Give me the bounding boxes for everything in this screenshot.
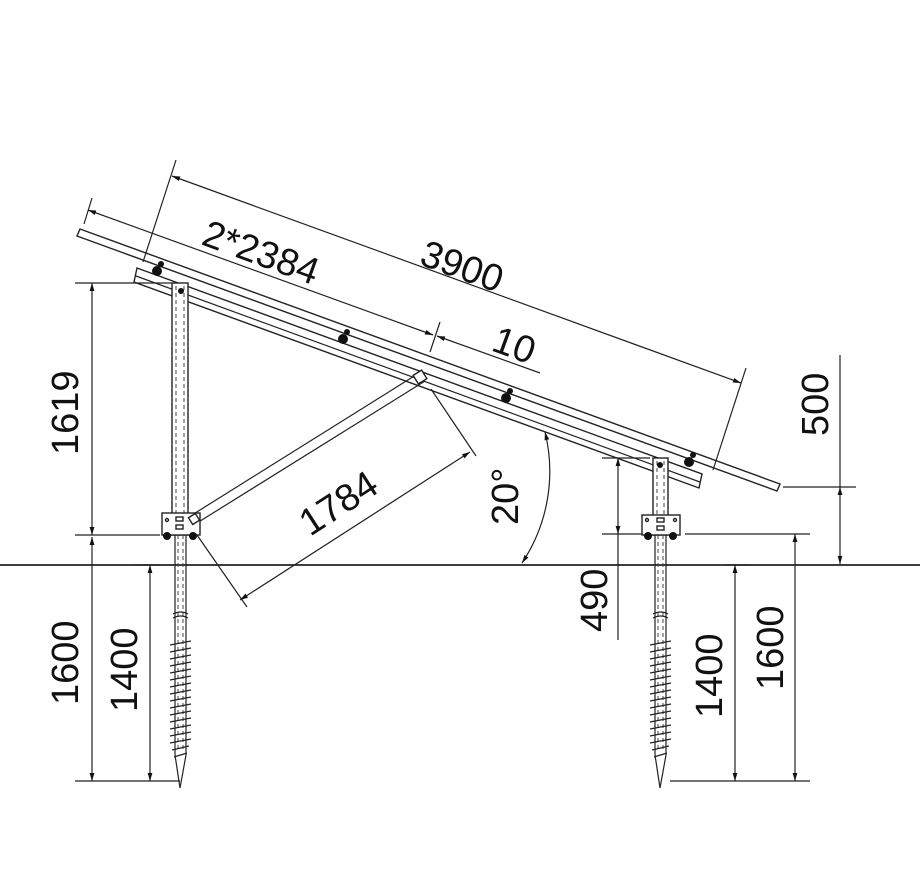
front-post: [161, 282, 201, 540]
dimension-left-1600: 1600: [45, 537, 180, 782]
dimension-500: 500: [783, 355, 856, 564]
dimension-label-490: 490: [574, 569, 616, 632]
dimension-label-left-1400: 1400: [104, 627, 146, 712]
dimension-label-1784: 1784: [292, 463, 386, 544]
dimension-label-left-1600: 1600: [45, 620, 87, 705]
dimension-1619: 1619: [45, 282, 172, 536]
dimension-label-right-1400: 1400: [689, 633, 731, 718]
dimension-490: 490: [574, 457, 650, 640]
front-ground-screw: [169, 535, 192, 789]
rear-ground-screw: [649, 535, 672, 789]
rear-post: [641, 457, 681, 540]
dimension-angle-20: 20°: [485, 431, 551, 564]
dimension-1784: 1784: [196, 388, 477, 608]
dimension-label-3900: 3900: [415, 233, 509, 301]
dimension-label-500: 500: [795, 373, 837, 436]
dimension-label-20-degrees: 20°: [485, 468, 527, 525]
dimension-label-1619: 1619: [45, 370, 87, 455]
dimension-label-10: 10: [487, 319, 541, 373]
dimension-label-right-1600: 1600: [750, 605, 792, 690]
dimension-right-1400: 1400: [670, 564, 810, 782]
dimension-left-1400: 1400: [104, 564, 160, 781]
dimension-right-1600: 1600: [685, 533, 810, 781]
